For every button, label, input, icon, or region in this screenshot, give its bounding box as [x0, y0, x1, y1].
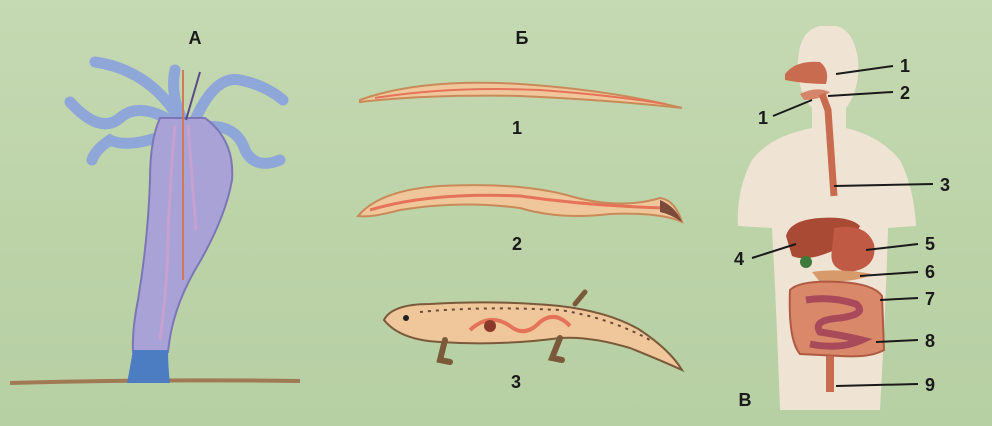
worm-1-number: 1	[512, 118, 522, 138]
gallbladder	[800, 256, 812, 268]
hydra-foot	[127, 350, 170, 383]
callout-1-left: 1	[758, 108, 768, 128]
callout-4: 4	[734, 249, 744, 269]
callout-9: 9	[925, 375, 935, 395]
callout-5: 5	[925, 234, 935, 254]
callout-2: 2	[900, 83, 910, 103]
panel-label-a: А	[189, 28, 202, 48]
callout-7: 7	[925, 289, 935, 309]
panel-label-b: Б	[516, 28, 529, 48]
callout-1-right: 1	[900, 56, 910, 76]
worm-1	[360, 83, 682, 108]
salamander-number: 3	[511, 372, 521, 392]
worm-2	[358, 185, 682, 222]
salamander	[384, 292, 682, 370]
panel-label-v: В	[739, 390, 752, 410]
callout-6: 6	[925, 262, 935, 282]
panel-a-hydra	[10, 62, 300, 383]
callout-8: 8	[925, 331, 935, 351]
oral-cavity	[785, 62, 827, 84]
worm-2-number: 2	[512, 234, 522, 254]
callout-3: 3	[940, 175, 950, 195]
